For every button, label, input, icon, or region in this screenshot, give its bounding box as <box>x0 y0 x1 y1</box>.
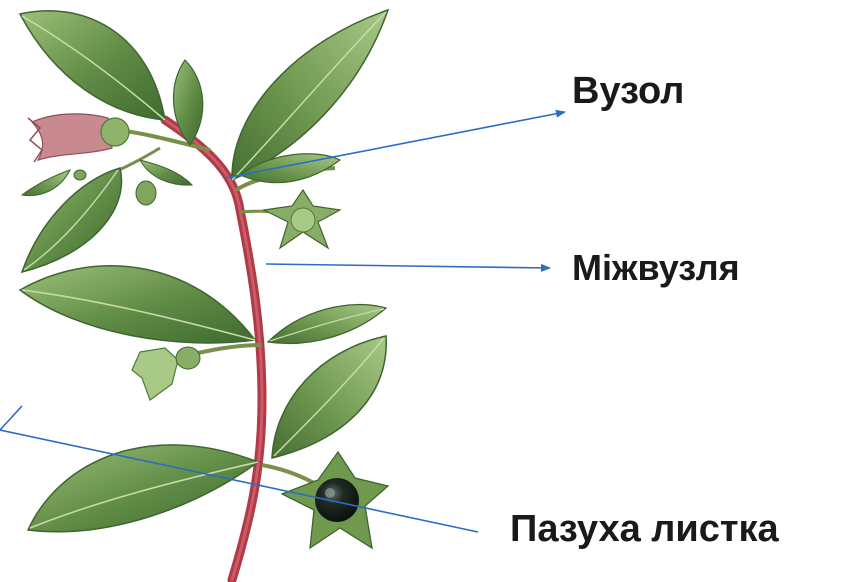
leaf <box>28 445 258 532</box>
fruit-calyx <box>132 347 200 400</box>
flower <box>28 114 129 162</box>
pointer-line-axil-tick <box>0 406 22 430</box>
leaf <box>268 305 386 344</box>
fruit-calyx <box>264 190 340 248</box>
berry <box>282 452 388 548</box>
pointer-line-internode <box>266 264 550 268</box>
label-node: Вузол <box>572 70 684 113</box>
label-internode: Міжвузля <box>572 247 740 289</box>
leaf <box>20 11 165 120</box>
leaf <box>22 168 122 272</box>
leaf <box>20 266 255 343</box>
label-leaf-axil: Пазуха листка <box>510 508 779 551</box>
leaf <box>272 336 386 458</box>
